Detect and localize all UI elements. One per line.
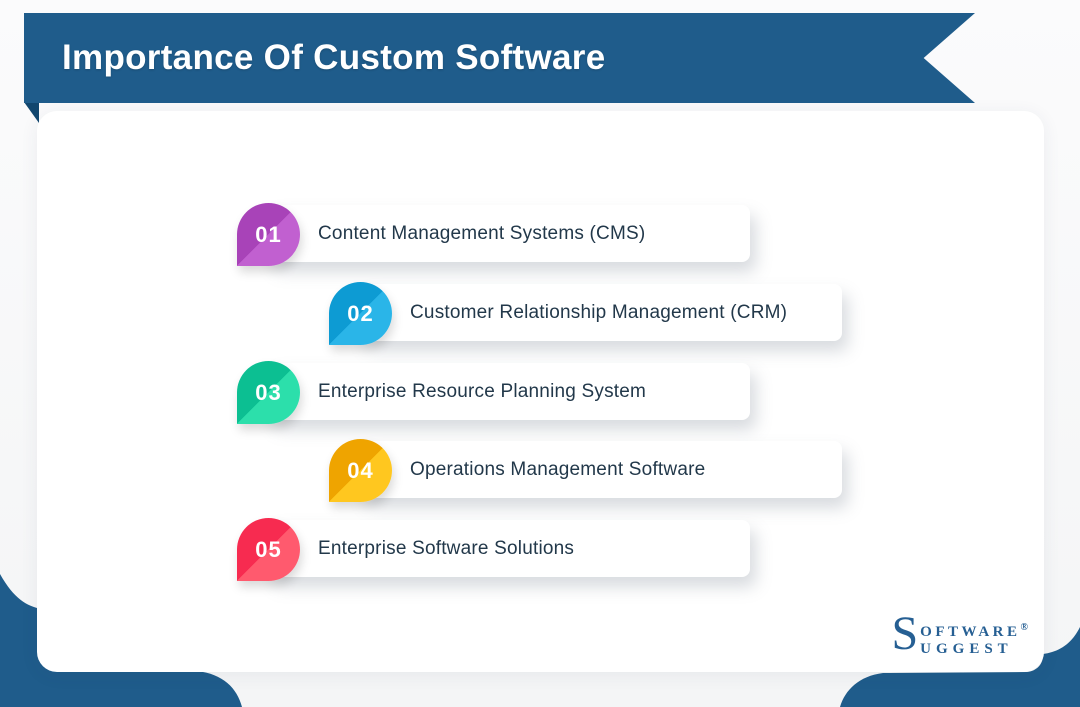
item-bar: Enterprise Software Solutions (268, 520, 750, 577)
item-number-badge: 03 (237, 361, 300, 424)
logo-line-suggest: UGGEST (920, 641, 1013, 657)
item-label: Content Management Systems (CMS) (318, 222, 646, 244)
item-number-badge: 02 (329, 282, 392, 345)
item-number: 04 (347, 457, 374, 483)
logo-text-column: OFTWARE® UGGEST (920, 612, 1028, 658)
page-title: Importance Of Custom Software (62, 38, 606, 77)
registered-mark: ® (1020, 622, 1028, 633)
item-number-badge: 04 (329, 439, 392, 502)
item-number-badge: 05 (237, 518, 300, 581)
item-number: 05 (255, 536, 282, 562)
item-bar: Content Management Systems (CMS) (268, 205, 750, 262)
bottom-left-frame-shape (0, 574, 242, 707)
item-bar: Customer Relationship Management (CRM) (360, 284, 842, 341)
logo-line-software: OFTWARE® (920, 622, 1028, 640)
item-number: 01 (255, 221, 282, 247)
item-label: Enterprise Software Solutions (318, 537, 575, 559)
item-label: Customer Relationship Management (CRM) (410, 301, 788, 323)
item-number-badge: 01 (237, 203, 300, 266)
softwaresuggest-logo: S OFTWARE® UGGEST (891, 607, 1028, 660)
logo-big-s: S (891, 607, 919, 660)
item-bar: Enterprise Resource Planning System (268, 363, 750, 420)
item-bar: Operations Management Software (360, 441, 842, 498)
item-label: Operations Management Software (410, 458, 706, 480)
item-number: 03 (255, 379, 282, 405)
item-label: Enterprise Resource Planning System (318, 380, 647, 402)
title-ribbon: Importance Of Custom Software (24, 13, 975, 103)
bottom-right-frame-shape (840, 627, 1080, 707)
item-number: 02 (347, 300, 374, 326)
